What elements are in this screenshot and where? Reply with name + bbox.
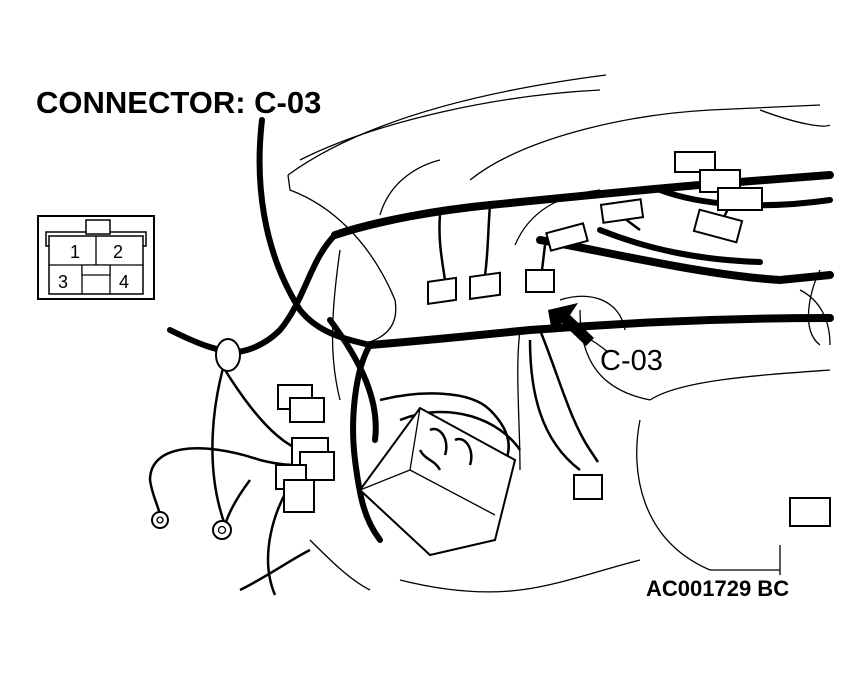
pin-1: 1 [70,242,80,262]
figure-code: AC001729 BC [646,576,789,601]
pin-4: 4 [119,272,129,292]
dash-drops [379,204,732,471]
left-wires [148,117,383,596]
grommet [215,338,241,372]
c03-arrow [548,303,609,353]
dashboard-outline [287,74,831,593]
ground-terminals [151,511,232,540]
diagram-title: CONNECTOR: C-03 [36,85,321,120]
pin-3: 3 [58,272,68,292]
junction-block [358,406,517,557]
connector-face-view: 1 2 3 4 [37,215,155,300]
c03-callout: C-03 [600,345,663,377]
pin-2: 2 [113,242,123,262]
